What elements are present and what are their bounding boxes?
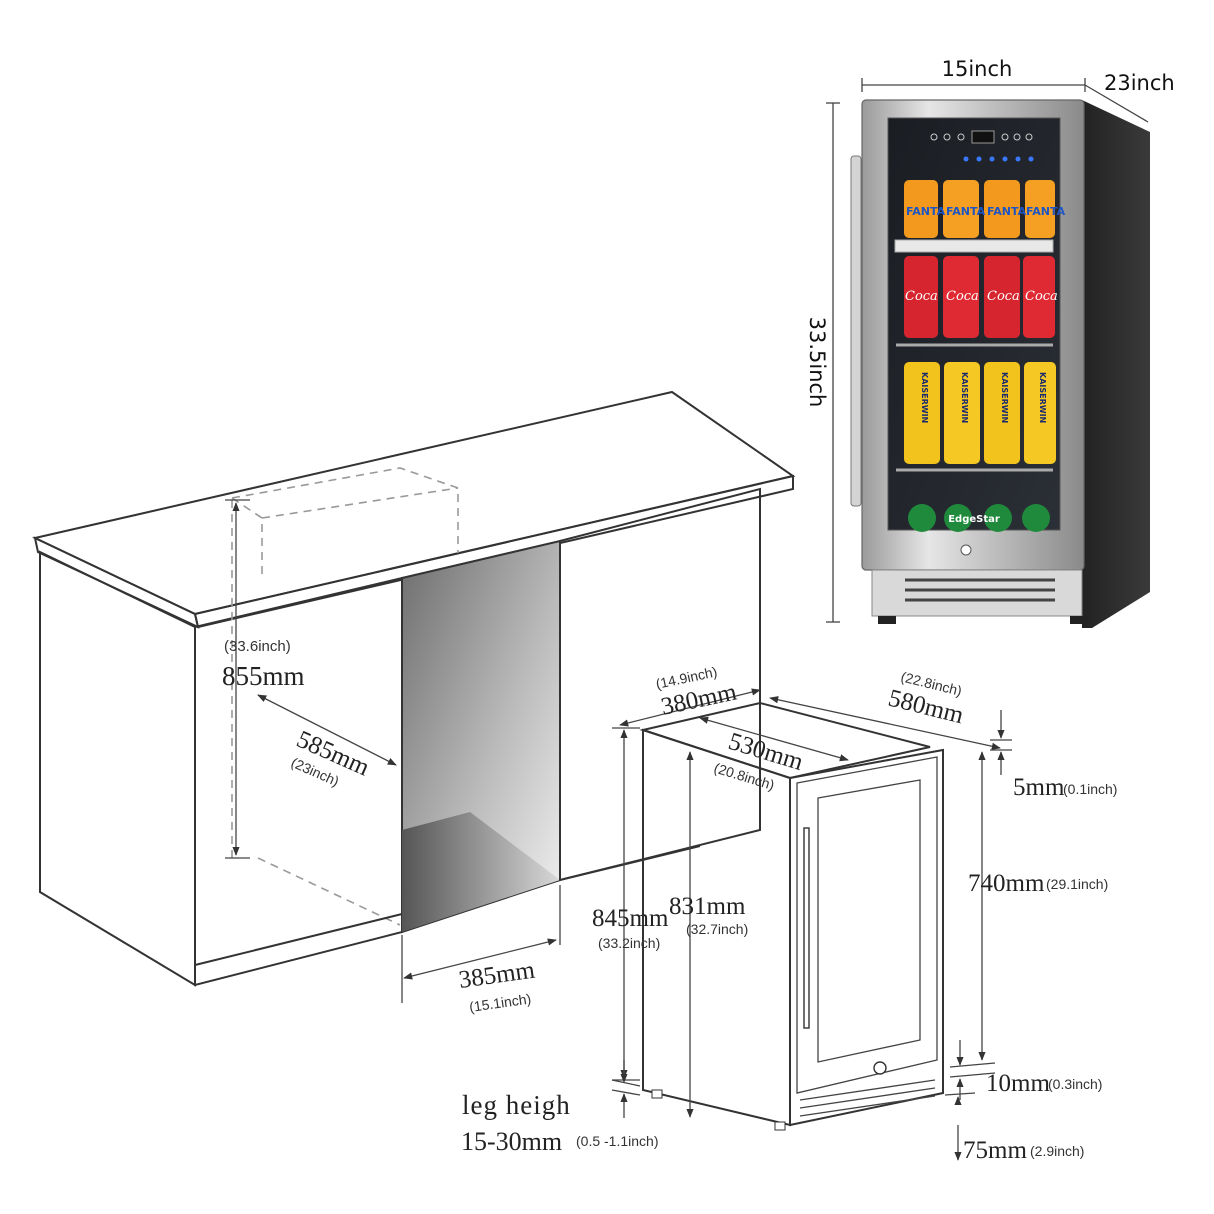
cabinet-width-inch: (15.1inch) bbox=[468, 990, 532, 1015]
unit-total-height-inch: (33.2inch) bbox=[598, 935, 660, 951]
photo-depth-label: 23inch bbox=[1104, 71, 1175, 95]
photo-control-panel bbox=[930, 130, 1033, 144]
photo-height-label: 33.5inch bbox=[805, 317, 829, 408]
svg-text:Coca: Coca bbox=[1025, 289, 1058, 304]
unit-vent-grille bbox=[799, 1079, 936, 1117]
cabinet-height-inch: (33.6inch) bbox=[224, 638, 291, 655]
unit-front bbox=[789, 748, 944, 1127]
svg-text:KAISERWIN: KAISERWIN bbox=[920, 372, 929, 423]
unit-glass bbox=[817, 779, 921, 1063]
unit-base-height-mm: 75mm bbox=[963, 1137, 1027, 1164]
unit-bottom-gap-inch: (0.3inch) bbox=[1048, 1076, 1102, 1092]
photo-shelf-beer: KAISERWIN KAISERWIN KAISERWIN KAISERWIN bbox=[904, 362, 1056, 464]
unit-door-height-inch: (29.1inch) bbox=[1046, 876, 1108, 892]
svg-text:FANTA: FANTA bbox=[946, 205, 986, 218]
unit-door-height-mm: 740mm bbox=[968, 870, 1045, 897]
photo-door-handle bbox=[850, 155, 862, 507]
leg-height-label: leg heigh bbox=[462, 1090, 571, 1120]
cabinet-height-mm: 855mm bbox=[222, 661, 305, 691]
unit-body-height-inch: (32.7inch) bbox=[686, 921, 748, 937]
unit-door-handle bbox=[803, 827, 810, 1029]
photo-shelf-green bbox=[908, 504, 1050, 532]
svg-text:Coca: Coca bbox=[987, 289, 1020, 304]
photo-width-label: 15inch bbox=[942, 57, 1013, 81]
unit-bottom-gap-mm: 10mm bbox=[986, 1070, 1050, 1097]
svg-text:FANTA: FANTA bbox=[1026, 205, 1066, 218]
can-label-fanta: FANTA bbox=[906, 205, 946, 218]
photo-shelf-cola: Coca Coca Coca Coca bbox=[904, 256, 1058, 338]
photo-base-grille bbox=[871, 569, 1083, 617]
svg-text:Coca: Coca bbox=[946, 289, 979, 304]
leg-height-inch: (0.5 -1.1inch) bbox=[576, 1133, 658, 1149]
photo-lock-icon bbox=[960, 544, 972, 556]
leg-height-mm: 15-30mm bbox=[461, 1127, 562, 1156]
unit-top-gap-mm: 5mm bbox=[1013, 774, 1065, 801]
unit-lock-icon bbox=[873, 1061, 887, 1075]
unit-total-height-mm: 845mm bbox=[592, 905, 669, 932]
svg-text:KAISERWIN: KAISERWIN bbox=[1038, 372, 1047, 423]
photo-shelf-fanta: FANTA FANTA FANTA FANTA bbox=[904, 180, 1066, 238]
unit-body-height-mm: 831mm bbox=[669, 893, 746, 920]
product-photo: 15inch 23inch 33.5inch bbox=[805, 57, 1175, 628]
unit-base-height-inch: (2.9inch) bbox=[1030, 1143, 1084, 1159]
svg-text:Coca: Coca bbox=[905, 289, 938, 304]
unit-top-gap-inch: (0.1inch) bbox=[1063, 781, 1117, 797]
svg-text:FANTA: FANTA bbox=[987, 205, 1027, 218]
svg-text:KAISERWIN: KAISERWIN bbox=[960, 372, 969, 423]
svg-text:KAISERWIN: KAISERWIN bbox=[1000, 372, 1009, 423]
photo-logo: EdgeStar bbox=[948, 514, 1000, 525]
